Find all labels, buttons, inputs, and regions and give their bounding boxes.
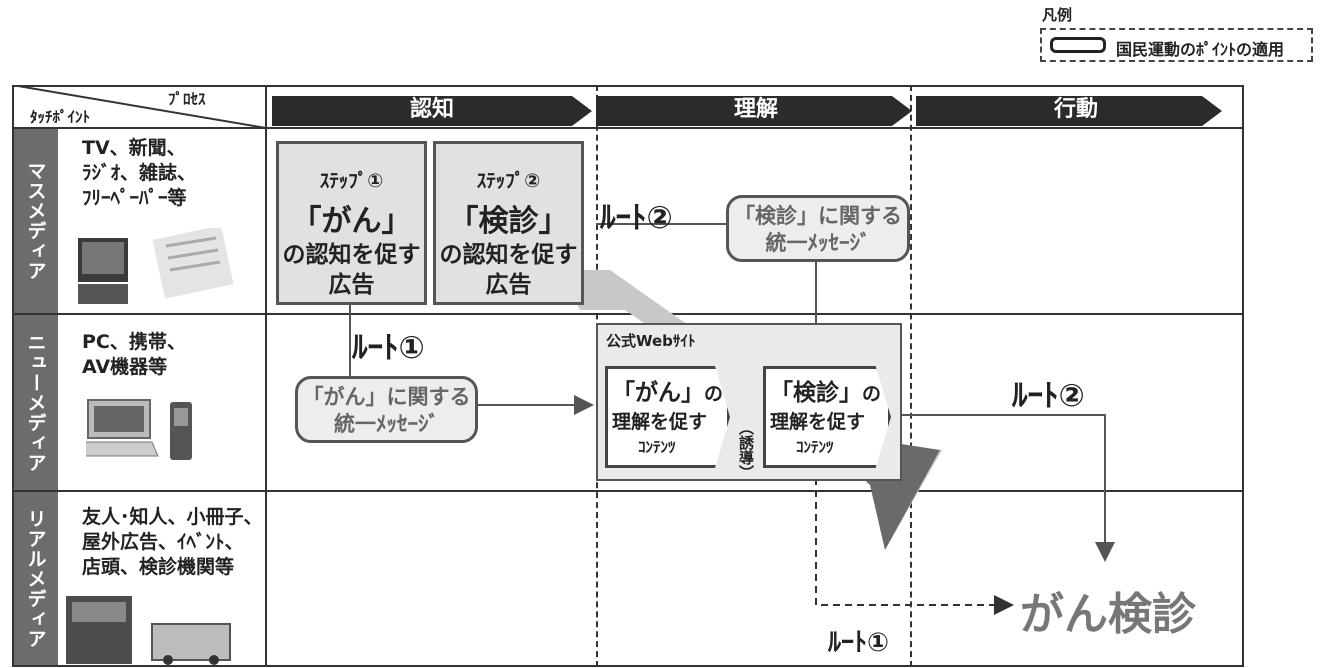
- process-label: ﾌﾟﾛｾｽ: [168, 90, 206, 108]
- tv-newspaper-illustration: [78, 228, 234, 304]
- outdoor-illustration: [66, 596, 231, 665]
- phase-understanding: 理解: [733, 97, 778, 122]
- step1-label: ｽﾃｯﾌﾟ①: [319, 170, 384, 192]
- kenshin-understanding-content: 「検診」の 理解を促す ｺﾝﾃﾝﾂ: [763, 366, 891, 468]
- gan-unified-message: 「がん」に関する統一ﾒｯｾｰｼﾞ: [295, 376, 478, 443]
- route2-label-top: ﾙｰﾄ②: [600, 200, 673, 236]
- column-divider: [265, 85, 267, 667]
- phase-divider-2: [910, 85, 912, 667]
- phase-recognition: 認知: [409, 97, 454, 122]
- legend-box: [1040, 28, 1313, 62]
- step1-text: の認知を促す: [282, 242, 421, 268]
- real-media-list: 友人･知人、小冊子、屋外広告、ｲﾍﾞﾝﾄ、店頭、検診機関等: [82, 506, 263, 578]
- phase-action: 行動: [1053, 97, 1098, 122]
- step2-text: の認知を促す: [439, 242, 578, 268]
- gan-understanding-content: 「がん」の 理解を促す ｺﾝﾃﾝﾂ: [605, 366, 730, 468]
- row-label-new-media: ニューメディア: [14, 315, 58, 490]
- header-diagonal: [12, 85, 267, 129]
- row-divider-2: [12, 490, 1244, 492]
- row-label-real-media: リアルメディア: [14, 492, 58, 665]
- main-flow-arrow: [560, 270, 942, 550]
- touchpoint-label: ﾀｯﾁﾎﾟｲﾝﾄ: [30, 108, 91, 126]
- step2-text2: 広告: [485, 272, 532, 298]
- step1-text2: 広告: [328, 272, 375, 298]
- step2-box: ｽﾃｯﾌﾟ② 「検診」 の認知を促す 広告: [433, 141, 584, 305]
- route1-label-bottom: ﾙｰﾄ①: [828, 628, 890, 658]
- header-divider: [12, 127, 1244, 129]
- guidance-label: （誘導）: [737, 420, 755, 480]
- step2-keyword: 「検診」: [448, 204, 569, 239]
- step1-keyword: 「がん」: [291, 204, 412, 239]
- new-media-list: PC、携帯、AV機器等: [82, 331, 186, 378]
- route1-label-top: ﾙｰﾄ①: [352, 330, 425, 366]
- phase-arrows: [272, 96, 1222, 126]
- official-website-label: 公式Webｻｲﾄ: [606, 332, 696, 350]
- mass-media-list: TV、新聞、ﾗｼﾞｵ、雑誌、ﾌﾘｰﾍﾟｰﾊﾟｰ等: [82, 137, 197, 209]
- legend-title: 凡例: [1042, 6, 1073, 24]
- legend-swatch: [1050, 37, 1106, 53]
- step1-box: ｽﾃｯﾌﾟ① 「がん」 の認知を促す 広告: [276, 141, 427, 305]
- row-label-mass-media: マスメディア: [14, 129, 58, 313]
- kenshin-unified-message: 「検診」に関する統一ﾒｯｾｰｼﾞ: [726, 195, 910, 262]
- goal-cancer-screening: がん検診: [1020, 589, 1196, 640]
- diagram-table: [12, 85, 1244, 667]
- row-divider-1: [12, 313, 1244, 315]
- step2-label: ｽﾃｯﾌﾟ②: [476, 170, 541, 192]
- route2-label-right: ﾙｰﾄ②: [1012, 378, 1085, 414]
- legend-item-label: 国民運動のﾎﾟｲﾝﾄの適用: [1116, 40, 1285, 59]
- pc-phone-illustration: [86, 399, 192, 460]
